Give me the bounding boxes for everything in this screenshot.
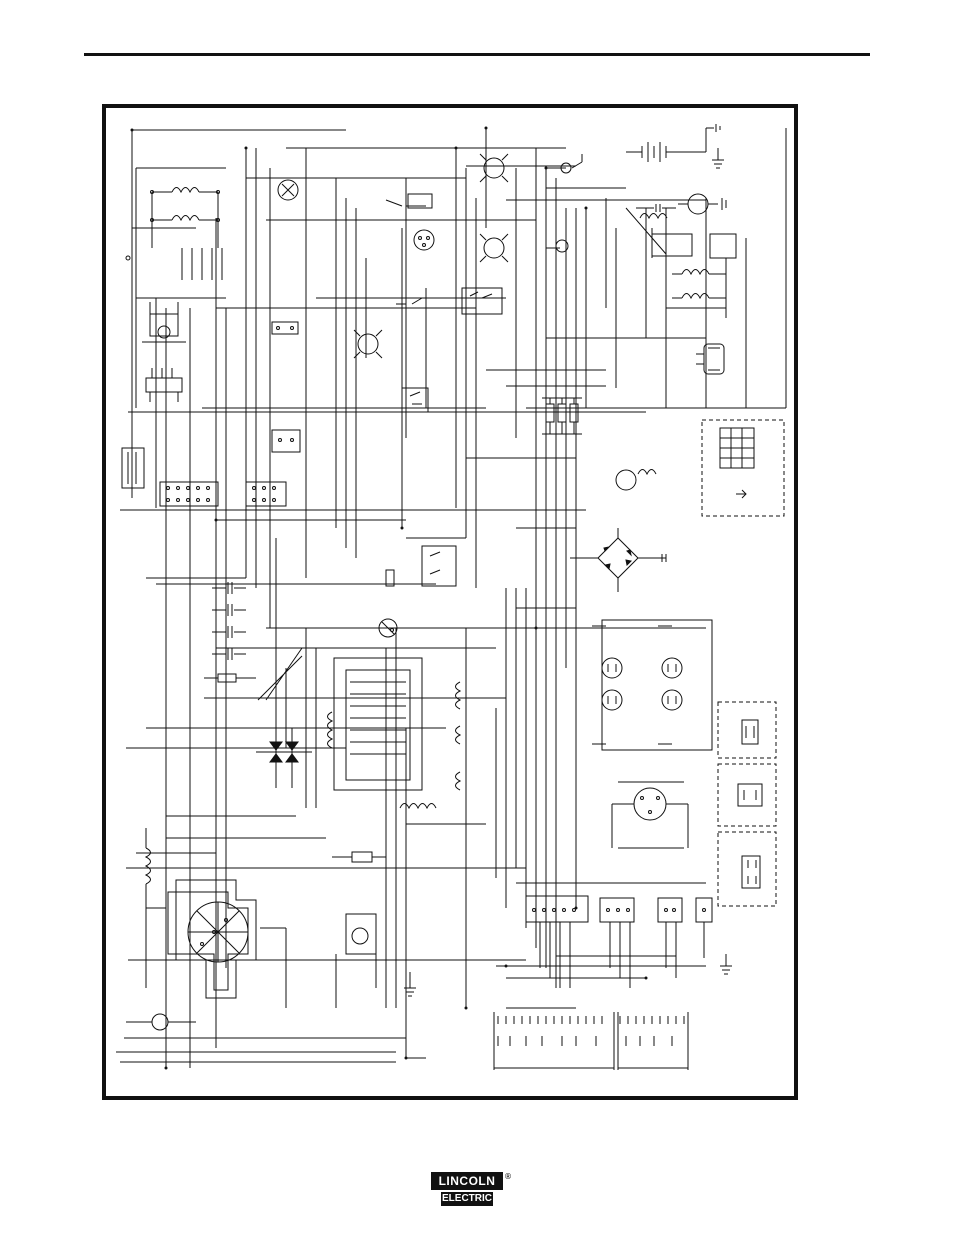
terminal-strip-icon [122, 448, 286, 506]
vertical-wire-runs [132, 128, 786, 1068]
lamp-icon [278, 180, 298, 200]
connector-plug-icon [696, 344, 724, 374]
wiring-diagram-canvas [106, 108, 794, 1096]
terminal-strip-icon [526, 896, 712, 988]
relay-coil-icon [652, 234, 736, 308]
wiring-diagram [102, 104, 798, 1100]
battery-icon [626, 124, 720, 162]
relay-coil-icon [332, 852, 386, 1008]
meter-icon [379, 470, 656, 638]
meter-icon [556, 163, 571, 252]
lamp-icon [126, 1014, 196, 1030]
diode-bridge-lower [256, 728, 312, 788]
receptacle-icon [592, 620, 712, 750]
lamp-icon [480, 154, 508, 182]
field-coils-upper-left [126, 188, 222, 403]
ground-symbol-icon [720, 954, 732, 974]
header-rule [84, 53, 870, 56]
registered-mark: ® [504, 1173, 512, 1181]
logo-top-text: LINCOLN [431, 1172, 503, 1190]
relay-coil-icon [386, 538, 466, 586]
logo-bottom-text: ELECTRIC [441, 1192, 493, 1206]
relay-upper-left [142, 302, 186, 342]
connector-pin-rows [494, 1012, 688, 1070]
lamp-icon [480, 234, 508, 262]
ground-symbol-icon [712, 148, 724, 168]
connector-plug-icon [718, 702, 776, 906]
lamp-icon [354, 330, 382, 358]
rectifier-bridge-icon [570, 528, 666, 592]
receptacle-icon [612, 782, 688, 848]
lincoln-electric-logo: LINCOLN ELECTRIC ® [431, 1172, 509, 1208]
capacitor-ladder [204, 582, 302, 700]
engine-motor-icon [626, 194, 726, 258]
terminal-strip-icon [702, 420, 784, 516]
meter-icon [414, 230, 434, 250]
tap-transformer [328, 629, 461, 809]
